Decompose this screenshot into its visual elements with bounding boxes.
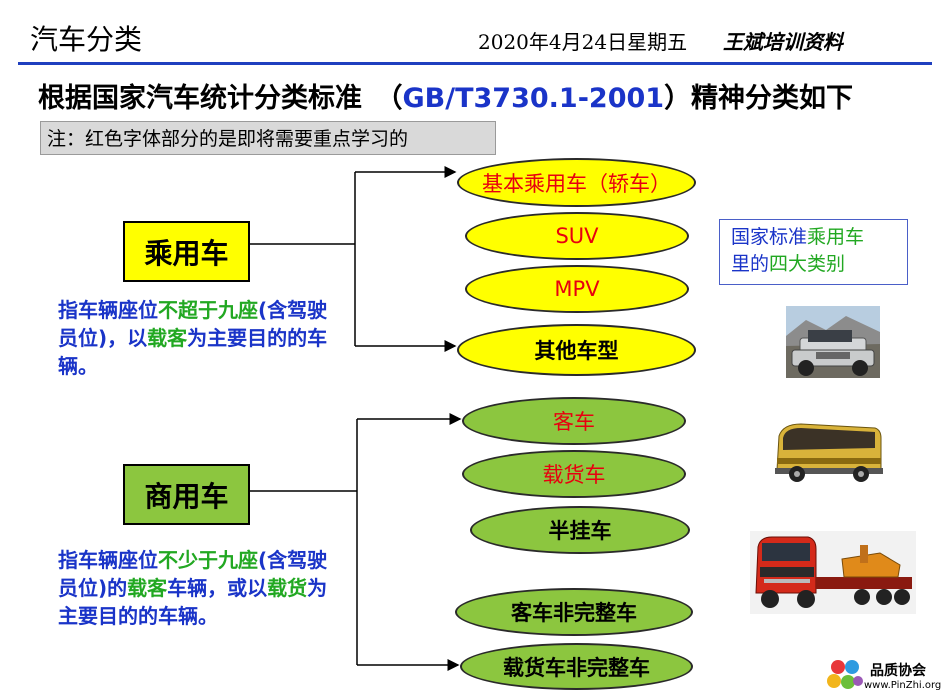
desc-text: (含驾驶员位)，以 <box>58 298 328 350</box>
desc-highlight: 载货 <box>267 576 308 600</box>
type-label: 客车 <box>553 410 595 434</box>
desc-text: 为主要目的的车辆。 <box>58 326 328 378</box>
heading-prefix: 根据国家汽车统计分类标准 （ <box>38 83 403 114</box>
main-heading: 根据国家汽车统计分类标准 （GB/T3730.1-2001）精神分类如下 <box>38 76 853 115</box>
desc-text: 指车辆座位 <box>58 298 158 322</box>
desc-highlight: 载客 <box>147 326 188 350</box>
type-label: 载货车 <box>542 463 606 487</box>
pinzhi-logo-icon <box>827 660 863 689</box>
truck-photo <box>750 531 916 614</box>
slide-title: 汽车分类 <box>30 23 143 56</box>
note-text: 国家标准 <box>731 226 808 248</box>
type-semitrailer: 半挂车 <box>470 506 690 554</box>
type-label: 载货车非完整车 <box>503 655 650 680</box>
type-label: SUV <box>555 224 599 248</box>
type-label: MPV <box>554 277 600 301</box>
desc-highlight: 不超于九座 <box>158 298 258 322</box>
author-label: 王斌培训资料 <box>723 30 843 54</box>
note-highlight: 四大类别 <box>769 253 846 275</box>
date-text: 2020年4月24日星期五 <box>478 30 688 54</box>
type-label: 基本乘用车（轿车） <box>482 171 671 196</box>
header-divider <box>18 62 932 65</box>
note-text: 里的 <box>731 253 770 275</box>
note-box: 注：红色字体部分的是即将需要重点学习的 <box>40 121 496 155</box>
heading-suffix: ）精神分类如下 <box>664 83 854 114</box>
desc-highlight: 载客 <box>127 576 168 600</box>
type-label: 其他车型 <box>534 339 619 363</box>
type-suv: SUV <box>465 212 689 260</box>
desc-highlight: 不少于九座 <box>158 548 258 572</box>
type-bus-incomplete: 客车非完整车 <box>455 588 693 636</box>
logo-url: www.PinZhi.org <box>864 680 942 691</box>
type-mpv: MPV <box>465 265 689 313</box>
logo-name: 品质协会 <box>870 663 926 679</box>
commercial-desc: 指车辆座位不少于九座(含驾驶员位)的载客车辆，或以载货为主要目的的车辆。 <box>58 546 338 630</box>
desc-text: 车辆，或以 <box>167 576 268 600</box>
type-label: 客车非完整车 <box>511 601 637 625</box>
commercial-vehicle-box: 商用车 <box>123 464 250 525</box>
suv-photo <box>786 306 880 378</box>
type-label: 半挂车 <box>548 519 612 543</box>
type-truck-incomplete: 载货车非完整车 <box>460 643 693 690</box>
note-highlight: 乘用车 <box>807 226 865 248</box>
standard-code: GB/T3730.1-2001 <box>402 83 665 114</box>
desc-text: 指车辆座位 <box>58 548 158 572</box>
type-truck: 载货车 <box>462 450 686 498</box>
desc-text: 为主要目的的车辆。 <box>58 576 328 628</box>
desc-text: (含驾驶员位)的 <box>58 548 328 600</box>
passenger-desc: 指车辆座位不超于九座(含驾驶员位)，以载客为主要目的的车辆。 <box>58 296 338 380</box>
type-bus: 客车 <box>462 397 686 445</box>
bus-photo <box>775 423 883 482</box>
type-sedan: 基本乘用车（轿车） <box>457 158 696 207</box>
passenger-car-box: 乘用车 <box>123 221 250 282</box>
side-note-box: 国家标准乘用车里的四大类别 <box>719 219 908 285</box>
type-other: 其他车型 <box>457 324 696 376</box>
